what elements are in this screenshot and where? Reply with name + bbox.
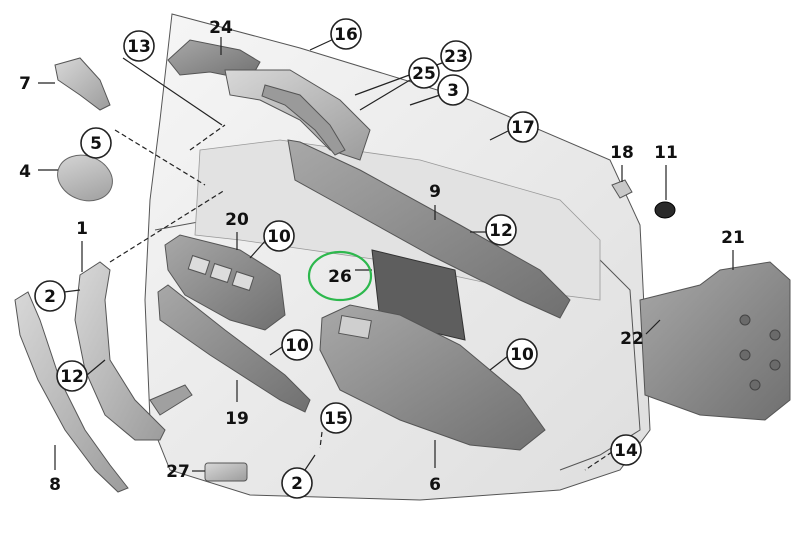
svg-text:6: 6: [429, 475, 441, 495]
svg-text:16: 16: [334, 25, 358, 45]
callout-25: 25: [408, 57, 440, 89]
svg-text:23: 23: [444, 47, 468, 67]
svg-text:8: 8: [49, 475, 61, 495]
svg-text:22: 22: [620, 329, 644, 349]
svg-text:7: 7: [19, 74, 31, 94]
callout-10-a: 10: [263, 220, 295, 252]
svg-text:11: 11: [654, 143, 678, 163]
svg-text:10: 10: [267, 227, 291, 247]
svg-text:3: 3: [447, 81, 459, 101]
callout-24: 24: [209, 18, 233, 38]
highlight-ring: [307, 250, 373, 302]
callout-12-a: 12: [485, 214, 517, 246]
svg-text:1: 1: [76, 219, 88, 239]
inner-handle-lever: [261, 84, 346, 156]
callout-20: 20: [225, 210, 249, 230]
callout-18: 18: [610, 143, 634, 163]
callout-23: 23: [440, 40, 472, 72]
svg-text:10: 10: [285, 336, 309, 356]
svg-text:5: 5: [90, 134, 102, 154]
callout-21: 21: [721, 228, 745, 248]
callout-11: 11: [654, 143, 678, 163]
leader-lines: [38, 37, 734, 472]
svg-text:2: 2: [291, 474, 303, 494]
switch-bezel-trim: [157, 284, 311, 413]
armrest: [319, 304, 546, 451]
callout-3: 3: [437, 74, 469, 106]
callout-13: 13: [123, 30, 155, 62]
svg-text:10: 10: [510, 345, 534, 365]
trim-strip-9: [287, 139, 571, 319]
callout-15: 15: [320, 402, 352, 434]
svg-text:21: 21: [721, 228, 745, 248]
svg-text:9: 9: [429, 182, 441, 202]
callout-4: 4: [19, 162, 31, 182]
callout-10-b: 10: [281, 329, 313, 361]
cap-part-7: [54, 57, 111, 111]
callout-12-b: 12: [56, 360, 88, 392]
callout-10-c: 10: [506, 338, 538, 370]
callout-17: 17: [507, 111, 539, 143]
plug-part-11: [654, 201, 676, 219]
svg-text:12: 12: [60, 367, 84, 387]
svg-text:18: 18: [610, 143, 634, 163]
clip-part-18: [611, 179, 633, 199]
window-switches: [187, 254, 255, 292]
callout-19: 19: [225, 409, 249, 429]
svg-text:26: 26: [328, 267, 352, 287]
foam-block-holes: [739, 314, 781, 391]
svg-text:13: 13: [127, 37, 151, 57]
foam-block: [639, 261, 791, 421]
svg-text:15: 15: [324, 409, 348, 429]
svg-text:17: 17: [511, 118, 535, 138]
callout-26: 26: [328, 267, 352, 287]
callout-16: 16: [330, 18, 362, 50]
callout-8: 8: [49, 475, 61, 495]
svg-text:24: 24: [209, 18, 233, 38]
svg-text:2: 2: [44, 287, 56, 307]
pull-handle-cover: [14, 291, 129, 493]
svg-text:25: 25: [412, 64, 436, 84]
callout-2-a: 2: [34, 280, 66, 312]
callout-22: 22: [620, 329, 644, 349]
callout-2-b: 2: [281, 467, 313, 499]
svg-text:12: 12: [489, 221, 513, 241]
callout-1: 1: [76, 219, 88, 239]
armrest-switch-recess: [338, 314, 372, 340]
callout-7: 7: [19, 74, 31, 94]
callout-27: 27: [166, 462, 190, 482]
clip-part-27: [204, 462, 248, 482]
svg-text:4: 4: [19, 162, 31, 182]
svg-text:27: 27: [166, 462, 190, 482]
callout-14: 14: [610, 434, 642, 466]
pull-handle-bracket: [149, 384, 193, 416]
svg-text:20: 20: [225, 210, 249, 230]
svg-text:19: 19: [225, 409, 249, 429]
round-cover-part-4: [57, 154, 113, 202]
svg-text:14: 14: [614, 441, 638, 461]
callout-6: 6: [429, 475, 441, 495]
callout-9: 9: [429, 182, 441, 202]
callout-5: 5: [80, 127, 112, 159]
